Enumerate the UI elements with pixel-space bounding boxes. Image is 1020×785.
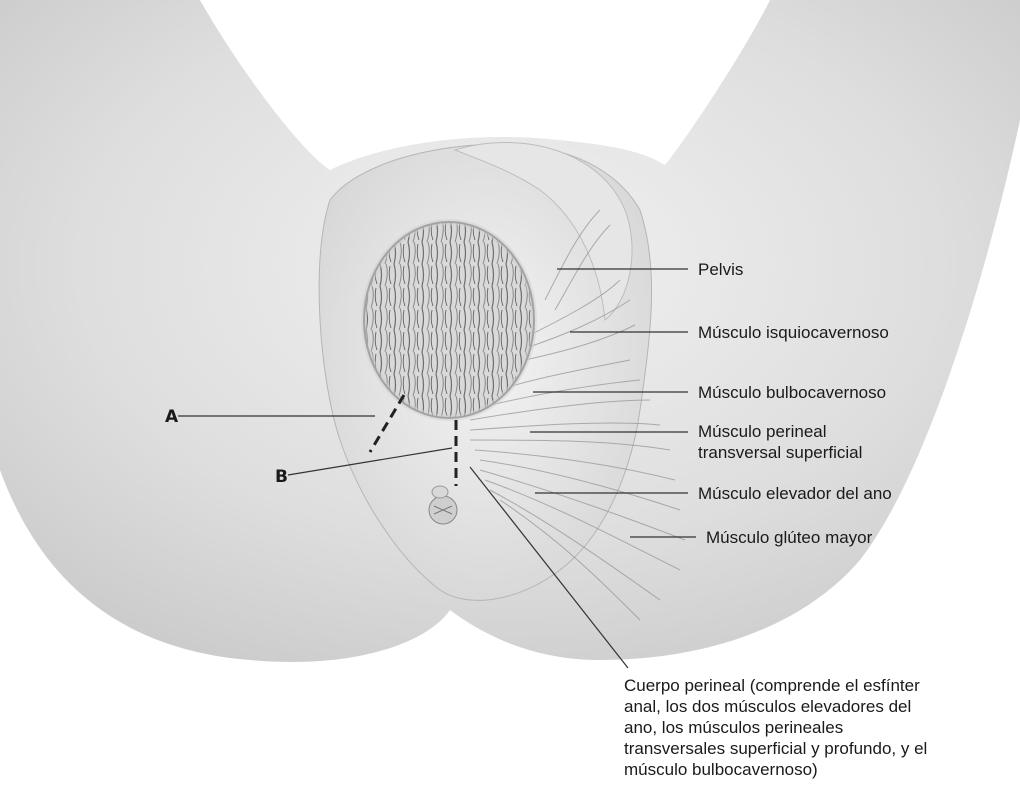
marker-a: A: [165, 407, 178, 427]
label-perineal-line2: transversal superficial: [698, 442, 862, 463]
cuerpo-line-3: ano, los músculos perineales: [624, 717, 927, 738]
label-cuerpo-perineal: Cuerpo perineal (comprende el esfínter a…: [624, 675, 927, 780]
label-isquiocavernoso: Músculo isquiocavernoso: [698, 322, 889, 343]
label-pelvis: Pelvis: [698, 259, 743, 280]
label-bulbocavernoso: Músculo bulbocavernoso: [698, 382, 886, 403]
label-elevador-ano: Músculo elevador del ano: [698, 483, 892, 504]
cuerpo-line-4: transversales superficial y profundo, y …: [624, 738, 927, 759]
label-perineal-line1: Músculo perineal: [698, 421, 862, 442]
cuerpo-line-5: músculo bulbocavernoso): [624, 759, 927, 780]
fetal-head: [364, 222, 534, 418]
marker-b: B: [275, 467, 288, 487]
label-gluteo-mayor: Músculo glúteo mayor: [706, 527, 872, 548]
cuerpo-line-1: Cuerpo perineal (comprende el esfínter: [624, 675, 927, 696]
label-perineal-transversal: Músculo perineal transversal superficial: [698, 421, 862, 463]
cuerpo-line-2: anal, los dos músculos elevadores del: [624, 696, 927, 717]
